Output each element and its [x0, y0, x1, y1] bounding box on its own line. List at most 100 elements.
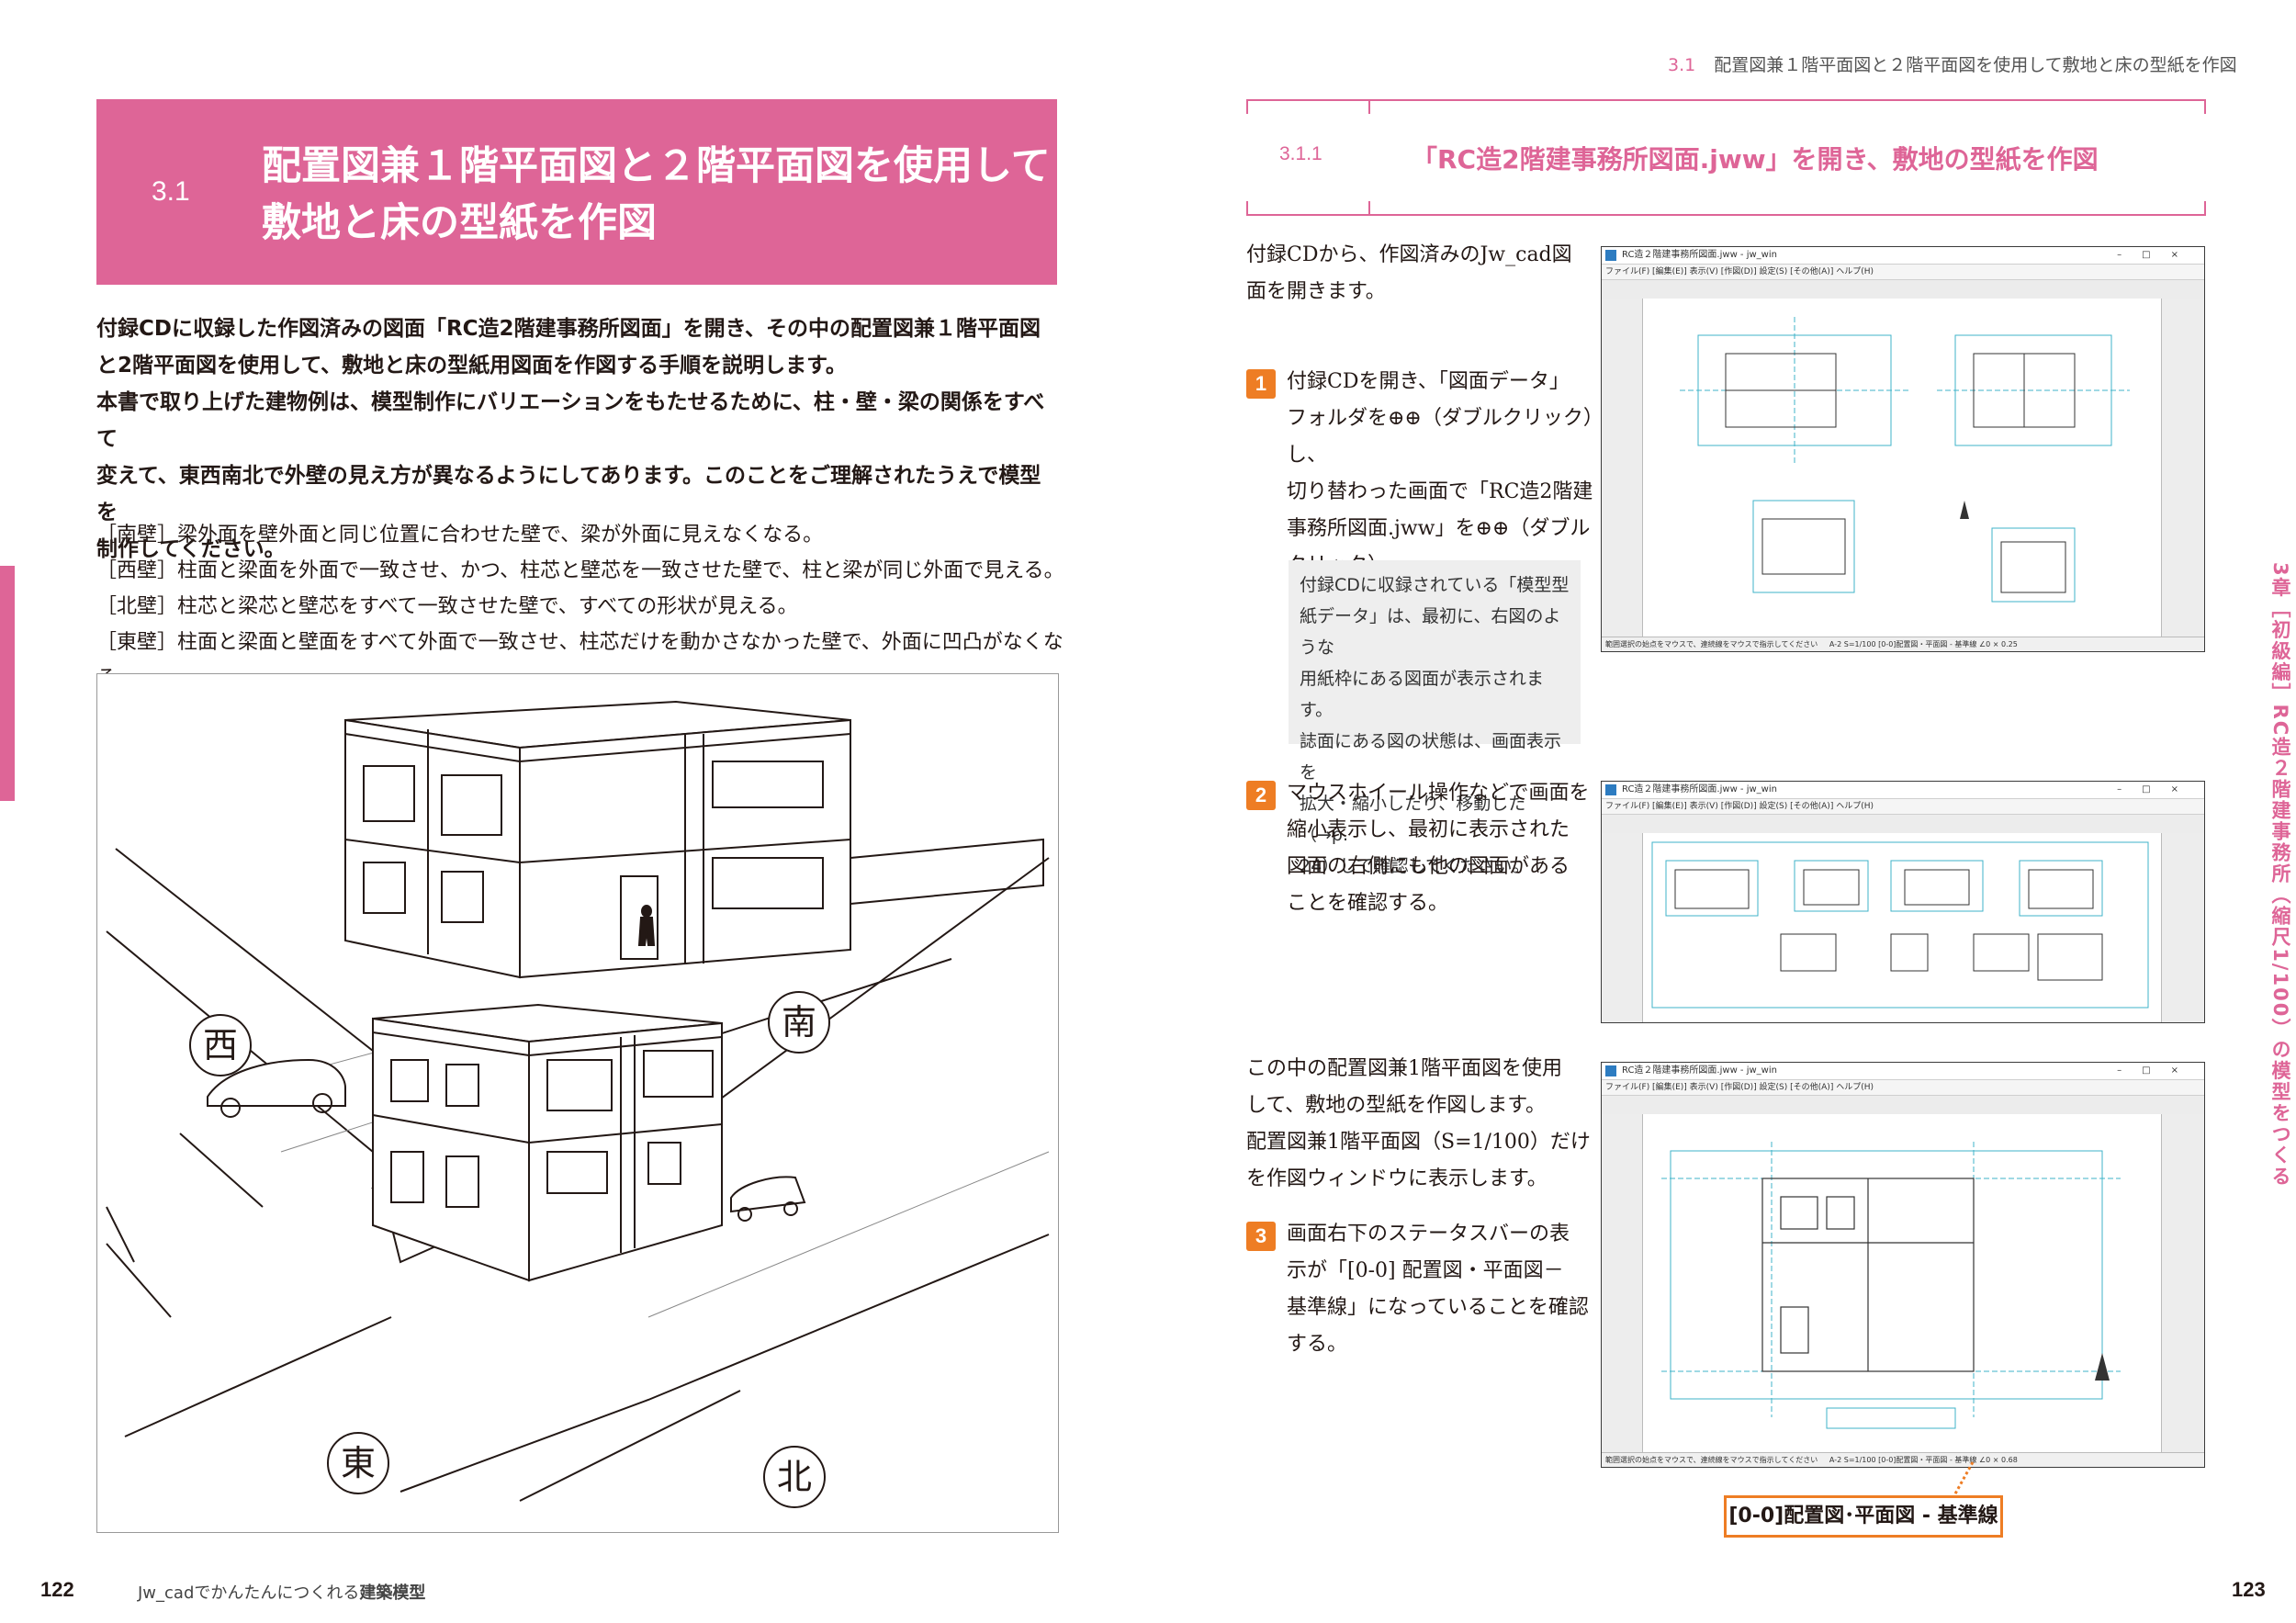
frame-tick [2204, 201, 2206, 214]
step-line: 図面の右側にも他の図面がある [1287, 855, 1570, 878]
running-head-number: 3.1 [1668, 55, 1696, 75]
cad-window-2: RC造２階建事務所図面.jww - jw_win –□× ファイル(F) [編集(… [1601, 781, 2205, 1023]
section-title: 配置図兼１階平面図と２階平面図を使用して 敷地と床の型紙を作図 [262, 138, 1051, 252]
compass-west: 西 [189, 1014, 252, 1076]
mid-line: 配置図兼1階平面図（S=1/100）だけ [1246, 1131, 1591, 1154]
cad-drawing-canvas[interactable] [1643, 299, 2161, 637]
running-head-text: 配置図兼１階平面図と２階平面図を使用して敷地と床の型紙を作図 [1714, 55, 2237, 75]
window-controls[interactable]: –□× [2117, 1065, 2199, 1076]
wall-north: ［北壁］柱芯と梁芯と壁芯をすべて一致させた壁で、すべての形状が見える。 [96, 595, 798, 618]
cad-menubar[interactable]: ファイル(F) [編集(E)] 表示(V) [作図(D)] 設定(S) [その他… [1602, 799, 2204, 815]
footer-bold: 建築模型 [359, 1584, 426, 1603]
lead-line: 面を開きます。 [1246, 280, 1386, 303]
footer-prefix: Jw_cadでかんたんにつくれる [138, 1584, 360, 1603]
cad-right-toolbox[interactable] [2161, 299, 2204, 637]
cad-title: RC造２階建事務所図面.jww - jw_win [1622, 250, 1777, 260]
subsection-title: 「RC造2階建事務所図面.jww」を開き、敷地の型紙を作図 [1412, 144, 2099, 175]
step-line: する。 [1287, 1333, 1348, 1356]
lead-text: 付録CDから、作図済みのJw_cad図 面を開きます。 [1246, 237, 1595, 310]
page-number-right: 123 [2232, 1578, 2266, 1601]
mid-line: して、敷地の型紙を作図します。 [1246, 1094, 1547, 1117]
subsection-header: 3.1.1 「RC造2階建事務所図面.jww」を開き、敷地の型紙を作図 [1246, 99, 2206, 216]
book-footer: Jw_cadでかんたんにつくれる建築模型 [138, 1580, 425, 1604]
note-line: 付録CDに収録されている「模型型 [1300, 575, 1570, 595]
cad-toolbar[interactable] [1602, 280, 2204, 299]
intro-paragraph: 付録CDに収録した作図済みの図面「RC造2階建事務所図面」を開き、その中の配置図… [96, 310, 1061, 568]
mid-text: この中の配置図兼1階平面図を使用 して、敷地の型紙を作図します。 配置図兼1階平… [1246, 1051, 1595, 1198]
frame-tick [1246, 201, 1248, 214]
cad-menubar[interactable]: ファイル(F) [編集(E)] 表示(V) [作図(D)] 設定(S) [その他… [1602, 1080, 2204, 1096]
section-title-line1: 配置図兼１階平面図と２階平面図を使用して [262, 143, 1051, 189]
lead-line: 付録CDから、作図済みのJw_cad図 [1246, 243, 1572, 266]
intro-line: 本書で取り上げた建物例は、模型制作にバリエーションをもたせるために、柱・壁・梁の… [96, 390, 1045, 451]
cad-left-toolbox[interactable] [1602, 833, 1643, 1022]
app-icon [1605, 1065, 1616, 1076]
cad-title: RC造２階建事務所図面.jww - jw_win [1622, 784, 1777, 795]
note-line: 誌面にある図の状態は、画面表示を [1300, 731, 1562, 783]
compass-south: 南 [768, 991, 830, 1054]
cad-window-3: RC造２階建事務所図面.jww - jw_win –□× ファイル(F) [編集(… [1601, 1062, 2205, 1468]
step-2-text: マウスホイール操作などで画面を 縮小表示し、最初に表示された 図面の右側にも他の… [1287, 775, 1595, 922]
step-line: ことを確認する。 [1287, 892, 1449, 915]
step-3-badge: 3 [1246, 1222, 1276, 1251]
page-number-left: 122 [40, 1578, 74, 1601]
cad-titlebar: RC造２階建事務所図面.jww - jw_win –□× [1602, 782, 2204, 799]
frame-tick [1368, 201, 1370, 214]
chapter-edge-tab-left [0, 566, 15, 801]
step-2: 2 マウスホイール操作などで画面を 縮小表示し、最初に表示された 図面の右側にも… [1246, 775, 1595, 922]
cad-statusbar: 範囲選択の始点をマウスで、連続線をマウスで指示してください A-2 S=1/10… [1602, 637, 2204, 651]
cad-drawing-canvas[interactable] [1643, 1114, 2161, 1452]
compass-north: 北 [763, 1446, 826, 1508]
step-line: 基準線」になっていることを確認 [1287, 1296, 1589, 1319]
subsection-number: 3.1.1 [1279, 143, 1322, 164]
section-title-line2: 敷地と床の型紙を作図 [262, 200, 657, 246]
cad-drawing-canvas[interactable] [1643, 833, 2161, 1022]
cad-statusbar: 範囲選択の始点をマウスで、連続線をマウスで指示してください A-2 S=1/10… [1602, 1452, 2204, 1467]
cad-left-toolbox[interactable] [1602, 299, 1643, 637]
mid-line: この中の配置図兼1階平面図を使用 [1246, 1057, 1562, 1080]
step-line: マウスホイール操作などで画面を [1287, 782, 1590, 805]
step-1-text: 付録CDを開き、「図面データ」 フォルダを⊕⊕（ダブルクリック）し、 切り替わっ… [1287, 364, 1595, 584]
window-controls[interactable]: –□× [2117, 784, 2199, 795]
building-perspective-drawings [106, 700, 1050, 1502]
section-number: 3.1 [152, 176, 190, 207]
status-message: 範囲選択の始点をマウスで、連続線をマウスで指示してください [1605, 1456, 1818, 1464]
cad-titlebar: RC造２階建事務所図面.jww - jw_win –□× [1602, 247, 2204, 265]
wall-south: ［南壁］梁外面を壁外面と同じ位置に合わせた壁で、梁が外面に見えなくなる。 [96, 524, 824, 547]
step-line: 付録CDを開き、「図面データ」 [1287, 370, 1570, 393]
step-line: 示が「[0-0] 配置図・平面図－ [1287, 1259, 1564, 1282]
cad-toolbar[interactable] [1602, 815, 2204, 834]
frame-tick [2204, 101, 2206, 114]
status-layer: A-2 S=1/100 [0-0]配置図・平面図 - 基準線 ∠0 × 0.68 [1829, 1456, 2018, 1464]
cad-menubar[interactable]: ファイル(F) [編集(E)] 表示(V) [作図(D)] 設定(S) [その他… [1602, 265, 2204, 280]
intro-line: 制作してください。 [96, 537, 286, 561]
status-layer: A-2 S=1/100 [0-0]配置図・平面図 - 基準線 ∠0 × 0.25 [1829, 640, 2018, 648]
step-line: フォルダを⊕⊕（ダブルクリック）し、 [1287, 407, 1593, 467]
window-controls[interactable]: –□× [2117, 250, 2199, 260]
note-line: 用紙枠にある図面が表示されます。 [1300, 669, 1545, 720]
step-line: 切り替わった画面で「RC造2階建 [1287, 480, 1593, 503]
status-layer-callout: [0-0]配置図･平面図 - 基準線 [1724, 1495, 2003, 1538]
note-line: 紙データ」は、最初に、右図のような [1300, 606, 1561, 658]
intro-line: 変えて、東西南北で外壁の見え方が異なるようにしてあります。このことをご理解された… [96, 464, 1041, 524]
cad-title: RC造２階建事務所図面.jww - jw_win [1622, 1065, 1777, 1076]
compass-east: 東 [327, 1432, 389, 1494]
intro-line: 付録CDに収録した作図済みの図面「RC造2階建事務所図面」を開き、その中の配置図… [96, 317, 1041, 341]
cad-right-toolbox[interactable] [2161, 1114, 2204, 1452]
step-line: 事務所図面.jww」を⊕⊕（ダブル [1287, 517, 1591, 540]
app-icon [1605, 250, 1616, 261]
building-illustration: 西 南 東 北 [96, 673, 1059, 1533]
wall-west: ［西壁］柱面と梁面を外面で一致させ、かつ、柱芯と壁芯を一致させた壁で、柱と梁が同… [96, 559, 1064, 582]
cad-drawing-view [1661, 1142, 2121, 1429]
chapter-side-tab: 3章［初級編］RC造２階建事務所（縮尺1/100）の模型をつくる [2269, 562, 2291, 1188]
cad-titlebar: RC造２階建事務所図面.jww - jw_win –□× [1602, 1063, 2204, 1080]
cad-window-1: RC造２階建事務所図面.jww - jw_win –□× ファイル(F) [編集(… [1601, 246, 2205, 652]
cad-drawing-view [1651, 841, 2149, 1009]
running-head: 3.1 配置図兼１階平面図と２階平面図を使用して敷地と床の型紙を作図 [1668, 51, 2237, 76]
cad-toolbar[interactable] [1602, 1096, 2204, 1115]
note-line: 拡大・縮小したり、移動した（→p. [1300, 794, 1526, 845]
cad-right-toolbox[interactable] [2161, 833, 2204, 1022]
cad-left-toolbox[interactable] [1602, 1114, 1643, 1452]
step-1-badge: 1 [1246, 369, 1276, 399]
step-2-badge: 2 [1246, 781, 1276, 810]
